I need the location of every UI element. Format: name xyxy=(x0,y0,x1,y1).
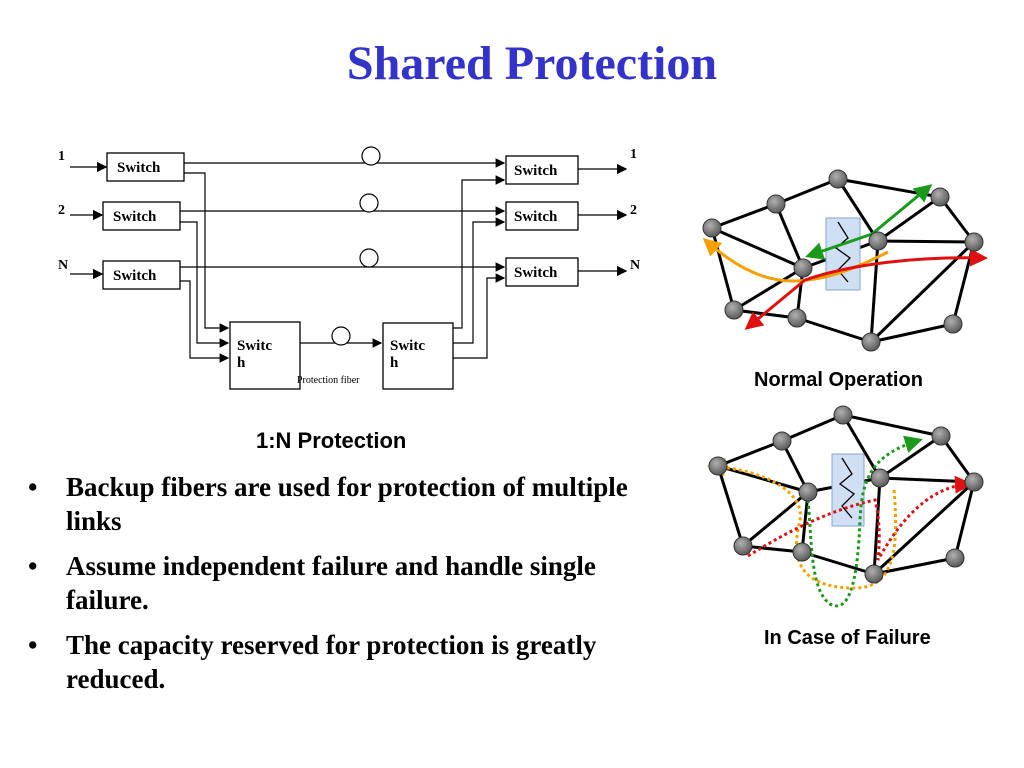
output-label-n: N xyxy=(630,258,640,273)
red-path-failure xyxy=(747,475,973,561)
green-path-normal xyxy=(871,184,933,236)
bullet-item: • Backup fibers are used for protection o… xyxy=(28,470,668,538)
switch-right-1-label: Switch xyxy=(514,163,558,179)
fiber-spool-1 xyxy=(361,146,381,166)
switch-right-2-label: Switch xyxy=(514,209,558,225)
input-label-1: 1 xyxy=(58,149,65,164)
one-to-n-diagram: 1 2 N Switch Switch Switch Switch Switch… xyxy=(58,146,640,390)
output-label-1: 1 xyxy=(630,147,637,162)
network-normal-nodes xyxy=(702,169,984,352)
green-path-failure xyxy=(806,435,923,608)
network-normal xyxy=(702,169,988,352)
failure-caption: In Case of Failure xyxy=(764,627,931,649)
bullet-item: • The capacity reserved for protection is… xyxy=(28,628,668,696)
bullet-marker: • xyxy=(28,630,38,660)
slide-title: Shared Protection xyxy=(346,37,718,90)
switch-left-1-label: Switch xyxy=(117,160,161,176)
protection-switch-left xyxy=(229,321,301,390)
input-label-2: 2 xyxy=(58,203,65,218)
switch-left-n xyxy=(102,260,181,290)
switch-left-2-label: Switch xyxy=(113,209,157,225)
network-failure-nodes xyxy=(708,405,984,584)
switch-left-n-label: Switch xyxy=(113,268,157,284)
bullet-text: Assume independent failure and handle si… xyxy=(66,551,596,615)
switch-right-n-label: Switch xyxy=(514,265,558,281)
switch-right-2 xyxy=(505,201,579,231)
network-failure-links xyxy=(716,413,976,576)
protection-switch-right xyxy=(382,322,454,390)
switch-right-1 xyxy=(505,155,579,185)
protection-fiber-label: Protection fiber xyxy=(297,375,360,386)
input-label-n: N xyxy=(58,258,68,273)
output-label-2: 2 xyxy=(630,203,637,218)
protection-switch-left-label-2: h xyxy=(237,355,246,371)
diagram-caption: 1:N Protection xyxy=(256,428,407,453)
fiber-spool-n xyxy=(359,248,379,268)
switch-right-n xyxy=(505,257,579,287)
bullet-marker: • xyxy=(28,472,38,502)
network-failure xyxy=(707,405,984,608)
protection-fiber-spool xyxy=(331,326,351,346)
fiber-spool-2 xyxy=(359,193,379,213)
bullet-list: • Backup fibers are used for protection o… xyxy=(28,470,668,707)
bullet-marker: • xyxy=(28,551,38,581)
red-path-normal xyxy=(804,248,988,282)
normal-operation-caption: Normal Operation xyxy=(754,369,923,391)
protection-switch-left-label-1: Switc xyxy=(237,338,272,354)
switch-left-1 xyxy=(106,152,185,182)
bullet-text: Backup fibers are used for protection of… xyxy=(66,472,628,536)
protection-switch-right-label-2: h xyxy=(390,355,399,371)
protection-switch-right-label-1: Switc xyxy=(390,338,425,354)
switch-left-2 xyxy=(102,201,181,231)
bullet-item: • Assume independent failure and handle s… xyxy=(28,549,668,617)
bullet-text: The capacity reserved for protection is … xyxy=(66,630,597,694)
